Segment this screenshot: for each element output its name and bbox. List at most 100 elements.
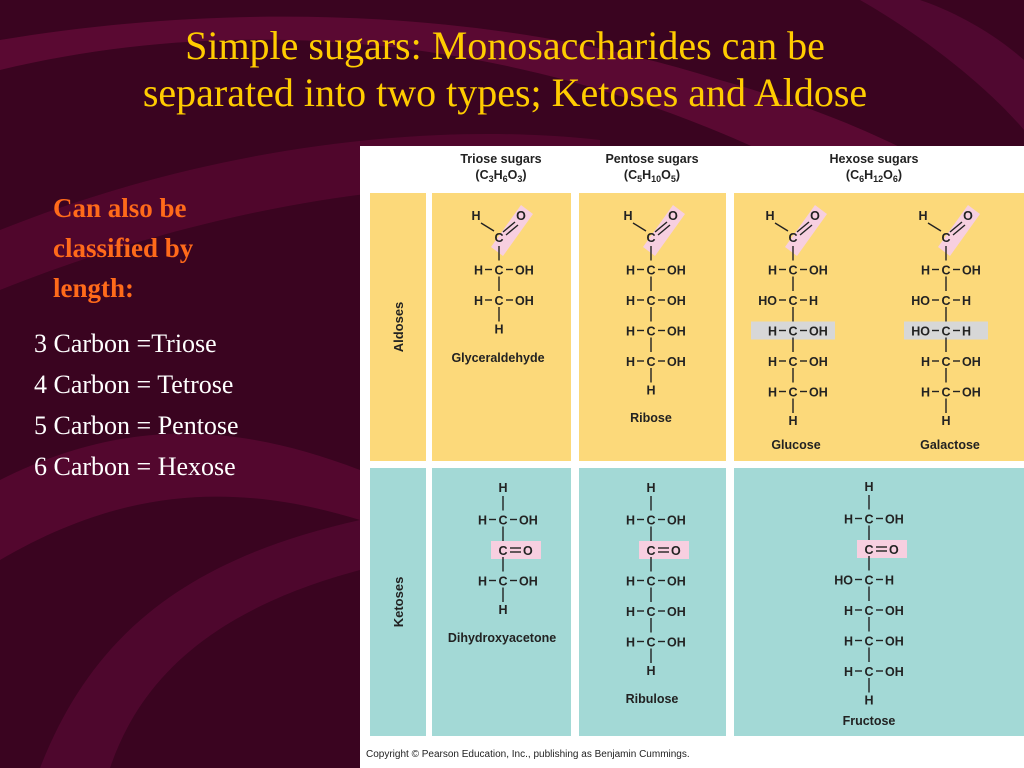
- monosaccharide-figure: Triose sugars (C3H6O3) Pentose sugars (C…: [360, 146, 1024, 768]
- highlight-box: [904, 321, 988, 340]
- substituent-left: H: [478, 514, 487, 528]
- substituent-right: OH: [667, 575, 686, 589]
- substituent-left: H: [626, 575, 635, 589]
- substituent-left: H: [478, 575, 487, 589]
- substituent-left: H: [844, 513, 853, 527]
- substituent-right: OH: [667, 605, 686, 619]
- carbon-atom: C: [646, 355, 655, 369]
- classification-subheading: Can also be classified by length:: [53, 188, 313, 308]
- terminal-h: H: [941, 414, 950, 428]
- substituent-right: OH: [809, 386, 828, 400]
- row-label-aldoses: Aldoses: [391, 302, 406, 353]
- substituent-left: HO: [834, 574, 853, 588]
- substituent-left: H: [844, 635, 853, 649]
- substituent-left: HO: [911, 294, 930, 308]
- ketose-label-panel: [370, 468, 426, 736]
- substituent-right: OH: [519, 514, 538, 528]
- terminal-h: H: [494, 323, 503, 337]
- carbon-atom: C: [941, 355, 950, 369]
- substituent-right: OH: [515, 264, 534, 278]
- substituent-right: OH: [885, 604, 904, 618]
- label-galactose: Galactose: [920, 438, 980, 452]
- carbon-atom: C: [788, 355, 797, 369]
- carbon-atom: C: [646, 575, 655, 589]
- bond-line: [949, 221, 963, 233]
- carbonyl-oxygen: O: [671, 544, 681, 558]
- label-fructose: Fructose: [843, 714, 896, 728]
- substituent-right: OH: [885, 513, 904, 527]
- substituent-right: OH: [667, 355, 686, 369]
- terminal-h: H: [498, 481, 507, 495]
- ketose-pentose-panel: [579, 468, 726, 736]
- substituent-left: H: [768, 264, 777, 278]
- label-glyceraldehyde: Glyceraldehyde: [451, 351, 544, 365]
- substituent-right: OH: [667, 294, 686, 308]
- title-line-1: Simple sugars: Monosaccharides can be: [185, 23, 825, 68]
- carbonyl-oxygen: O: [523, 544, 533, 558]
- carbon-atom: C: [941, 325, 950, 339]
- substituent-right: OH: [885, 635, 904, 649]
- substituent-left: H: [921, 355, 930, 369]
- substituent-left: H: [626, 605, 635, 619]
- bond-line: [796, 221, 810, 233]
- carbonyl-carbon: C: [498, 544, 507, 558]
- copyright-text: Copyright © Pearson Education, Inc., pub…: [366, 749, 690, 760]
- aldehyde-h: H: [623, 209, 632, 223]
- carbon-atom: C: [646, 636, 655, 650]
- bond-line: [654, 221, 668, 233]
- substituent-left: HO: [911, 325, 930, 339]
- substituent-right: OH: [515, 294, 534, 308]
- terminal-h: H: [646, 384, 655, 398]
- carbon-atom: C: [788, 325, 797, 339]
- substituent-right: H: [809, 294, 818, 308]
- carbon-atom: C: [788, 294, 797, 308]
- bond-line: [632, 222, 647, 232]
- carbon-atom: C: [941, 264, 950, 278]
- aldehyde-o: O: [668, 209, 678, 223]
- bond-line: [480, 222, 495, 232]
- terminal-h: H: [646, 481, 655, 495]
- carbon-atom: C: [646, 605, 655, 619]
- aldehyde-h: H: [471, 209, 480, 223]
- ketose-triose-panel: [432, 468, 571, 736]
- list-item: 6 Carbon = Hexose: [34, 452, 236, 481]
- subhead-line-1: Can also be: [53, 193, 187, 223]
- substituent-right: OH: [519, 575, 538, 589]
- substituent-right: OH: [809, 325, 828, 339]
- carbon-atom: C: [498, 514, 507, 528]
- carbonyl-oxygen: O: [889, 543, 899, 557]
- substituent-right: OH: [962, 386, 981, 400]
- terminal-h: H: [788, 414, 797, 428]
- substituent-left: H: [768, 386, 777, 400]
- carbon-atom: C: [864, 574, 873, 588]
- carbon-atom: C: [646, 514, 655, 528]
- carbon-atom: C: [941, 294, 950, 308]
- title-line-2: separated into two types; Ketoses and Al…: [142, 70, 868, 115]
- substituent-right: OH: [667, 514, 686, 528]
- carbonyl-carbon: C: [941, 231, 950, 245]
- substituent-right: OH: [667, 325, 686, 339]
- substituent-left: H: [626, 514, 635, 528]
- carbonyl-carbon: C: [788, 231, 797, 245]
- substituent-left: H: [626, 294, 635, 308]
- bond-line: [774, 222, 789, 232]
- terminal-h: H: [864, 480, 873, 494]
- bond-line: [927, 222, 942, 232]
- header-hexose: Hexose sugars: [830, 152, 919, 166]
- carbonyl-highlight: [491, 541, 541, 559]
- bond-line: [952, 224, 966, 236]
- carbon-atom: C: [494, 294, 503, 308]
- subhead-line-3: length:: [53, 273, 134, 303]
- substituent-right: H: [962, 294, 971, 308]
- substituent-left: H: [626, 325, 635, 339]
- carbon-atom: C: [941, 386, 950, 400]
- substituent-left: H: [921, 386, 930, 400]
- carbon-atom: C: [788, 386, 797, 400]
- aldehyde-h: H: [765, 209, 774, 223]
- label-ribose: Ribose: [630, 411, 672, 425]
- substituent-left: HO: [758, 294, 777, 308]
